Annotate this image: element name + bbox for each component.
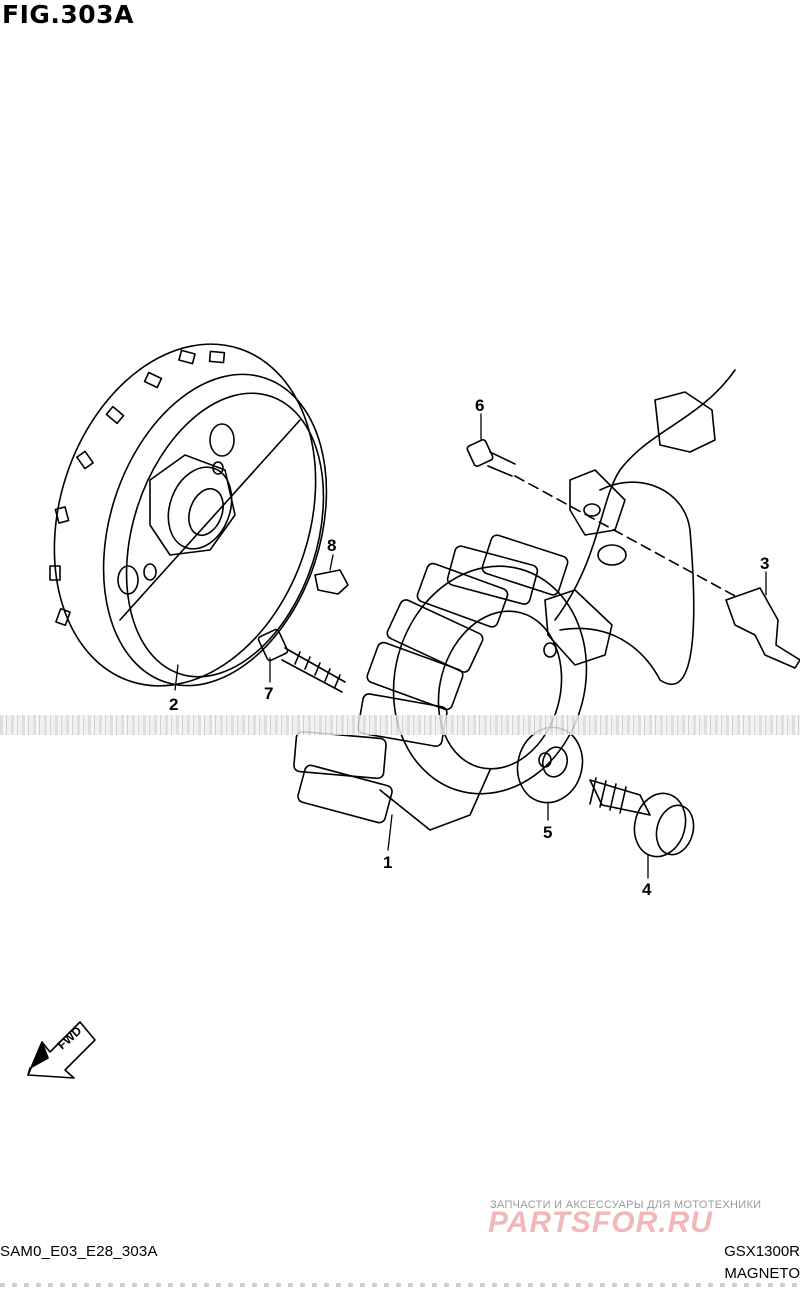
callout-5: 5 <box>543 823 552 842</box>
callout-3: 3 <box>760 554 769 573</box>
figure-title: FIG.303A <box>2 0 134 29</box>
wiring-harness <box>544 369 736 686</box>
callout-2: 2 <box>169 695 178 714</box>
callout-6: 6 <box>475 396 484 415</box>
watermark-tagline: ЗАПЧАСТИ И АКСЕССУАРЫ ДЛЯ МОТОТЕХНИКИ <box>490 1199 762 1211</box>
stator-bolt <box>257 628 346 693</box>
drawing-code: SAM0_E03_E28_303A <box>0 1243 158 1260</box>
model-name: GSX1300R <box>724 1243 800 1260</box>
watermark-logo: PARTSFOR.RU <box>488 1206 713 1239</box>
stator-coil <box>293 534 588 831</box>
wire-clamp <box>725 587 800 669</box>
callout-8: 8 <box>327 536 336 555</box>
wire-clamp-bolt <box>466 438 736 597</box>
callout-7: 7 <box>264 684 273 703</box>
section-name: MAGNETO <box>724 1265 800 1282</box>
fwd-arrow-icon <box>27 1021 96 1079</box>
callout-1: 1 <box>383 853 392 872</box>
scan-artifact-line <box>0 1283 800 1287</box>
woodruff-key <box>314 569 349 595</box>
callout-4: 4 <box>642 880 652 899</box>
flange-bolt <box>589 777 695 858</box>
leader-lines <box>174 413 767 879</box>
scan-artifact-band <box>0 715 800 735</box>
rotor-flywheel <box>49 343 328 687</box>
